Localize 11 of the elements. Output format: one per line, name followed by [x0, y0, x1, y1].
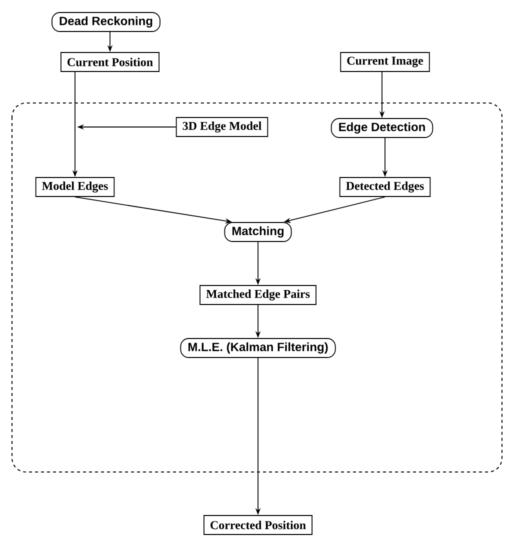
data-box: Current Position — [60, 52, 160, 72]
data-box: Current Image — [340, 52, 430, 72]
process-box: Matching — [224, 222, 292, 242]
data-box: 3D Edge Model — [176, 117, 268, 137]
process-box: Dead Reckoning — [52, 12, 160, 32]
data-box: Matched Edge Pairs — [200, 285, 316, 305]
process-box: Edge Detection — [330, 118, 434, 138]
data-box: Detected Edges — [339, 177, 431, 197]
data-box: Model Edges — [35, 177, 115, 197]
process-box: M.L.E. (Kalman Filtering) — [180, 338, 336, 358]
data-box: Corrected Position — [204, 515, 312, 535]
